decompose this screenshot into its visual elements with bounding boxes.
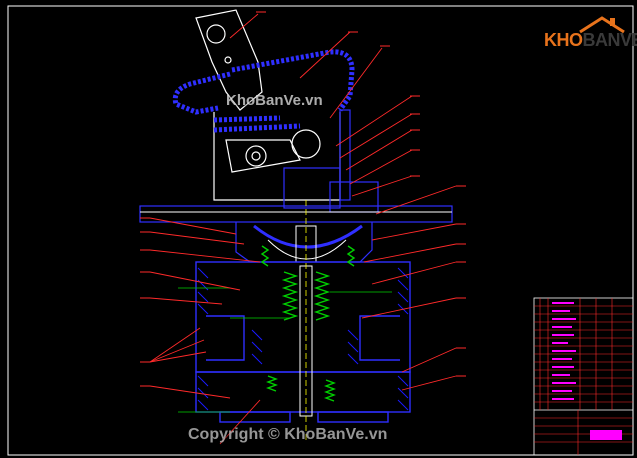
central-stem xyxy=(299,200,313,440)
watermark-top: KhoBanVe.vn xyxy=(226,92,323,109)
drawing-frame xyxy=(7,5,634,456)
logo-part-2: BANVE xyxy=(582,30,637,50)
valve-chamber xyxy=(253,224,363,263)
main-body xyxy=(195,261,411,423)
leader-lines xyxy=(149,13,457,445)
house-roof-icon xyxy=(579,16,625,34)
watermark-bottom: Copyright © KhoBanVe.vn xyxy=(188,426,388,443)
logo-part-1: KHO xyxy=(544,30,583,50)
part-number-marks xyxy=(140,11,466,387)
hatched-walls xyxy=(197,267,409,411)
logo-wordmark: KHOBANVE xyxy=(544,30,637,51)
khobanve-logo: KHOBANVE xyxy=(540,12,637,56)
chain-loop xyxy=(172,49,355,133)
springs xyxy=(260,245,356,402)
parts-list-table xyxy=(534,298,633,455)
dimension-lines xyxy=(178,287,392,413)
parts-list-entries xyxy=(552,302,622,440)
title-block xyxy=(533,297,634,456)
